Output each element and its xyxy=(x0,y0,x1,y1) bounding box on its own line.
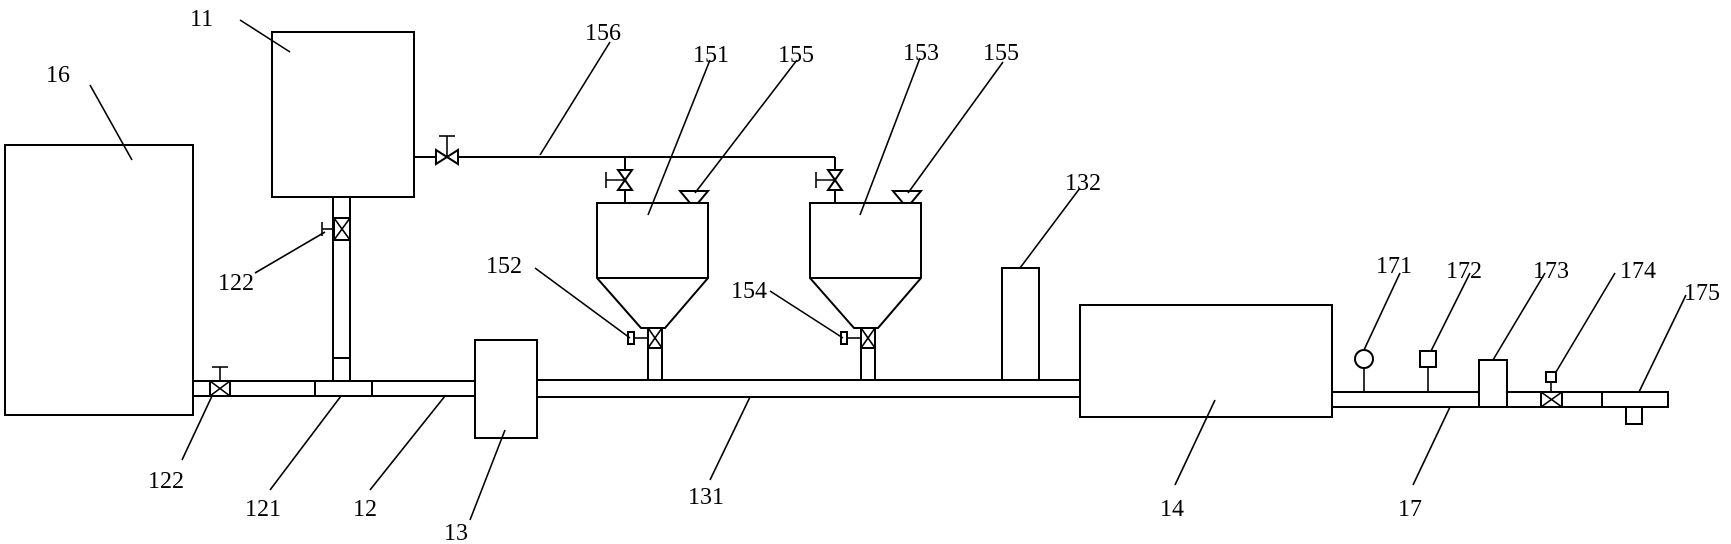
column-132 xyxy=(1001,267,1040,381)
label-11: 11 xyxy=(190,6,213,32)
label-131: 131 xyxy=(688,484,724,510)
valve-156 xyxy=(435,135,459,166)
label-16: 16 xyxy=(46,62,70,88)
valve-122-vertical xyxy=(321,217,351,241)
tee-121 xyxy=(314,357,373,397)
hopper-151 xyxy=(596,202,709,380)
label-13: 13 xyxy=(444,520,468,544)
label-175: 175 xyxy=(1684,280,1720,306)
label-171: 171 xyxy=(1376,253,1412,279)
filter-173 xyxy=(1478,359,1508,408)
valve-174 xyxy=(1540,371,1563,408)
valve-hopper-151 xyxy=(605,169,634,191)
unit-14 xyxy=(1079,304,1333,418)
label-155-b: 155 xyxy=(983,40,1019,66)
label-121: 121 xyxy=(245,496,281,522)
valve-122-horizontal xyxy=(209,366,231,397)
label-174: 174 xyxy=(1620,258,1656,284)
label-153: 153 xyxy=(903,40,939,66)
funnel-155-a xyxy=(677,190,711,204)
label-154: 154 xyxy=(731,278,767,304)
label-155-a: 155 xyxy=(778,42,814,68)
funnel-155-b xyxy=(890,190,924,204)
label-122-upper: 122 xyxy=(218,270,254,296)
label-14: 14 xyxy=(1160,496,1184,522)
label-17: 17 xyxy=(1398,496,1422,522)
gauge-171 xyxy=(1354,349,1374,392)
valve-hopper-153 xyxy=(815,169,844,191)
label-172: 172 xyxy=(1446,258,1482,284)
label-156: 156 xyxy=(585,20,621,46)
label-122-lower: 122 xyxy=(148,468,184,494)
meter-172 xyxy=(1419,350,1437,392)
tank-11 xyxy=(271,31,415,198)
tank-16 xyxy=(4,144,194,416)
pipe-131 xyxy=(537,379,1080,398)
label-12: 12 xyxy=(353,496,377,522)
leader-lines xyxy=(89,19,1687,521)
nozzle-175 xyxy=(1601,391,1669,425)
label-132: 132 xyxy=(1065,170,1101,196)
hopper-153 xyxy=(809,202,922,380)
label-151: 151 xyxy=(693,42,729,68)
label-152: 152 xyxy=(486,253,522,279)
label-173: 173 xyxy=(1533,258,1569,284)
pump-13 xyxy=(474,339,538,439)
